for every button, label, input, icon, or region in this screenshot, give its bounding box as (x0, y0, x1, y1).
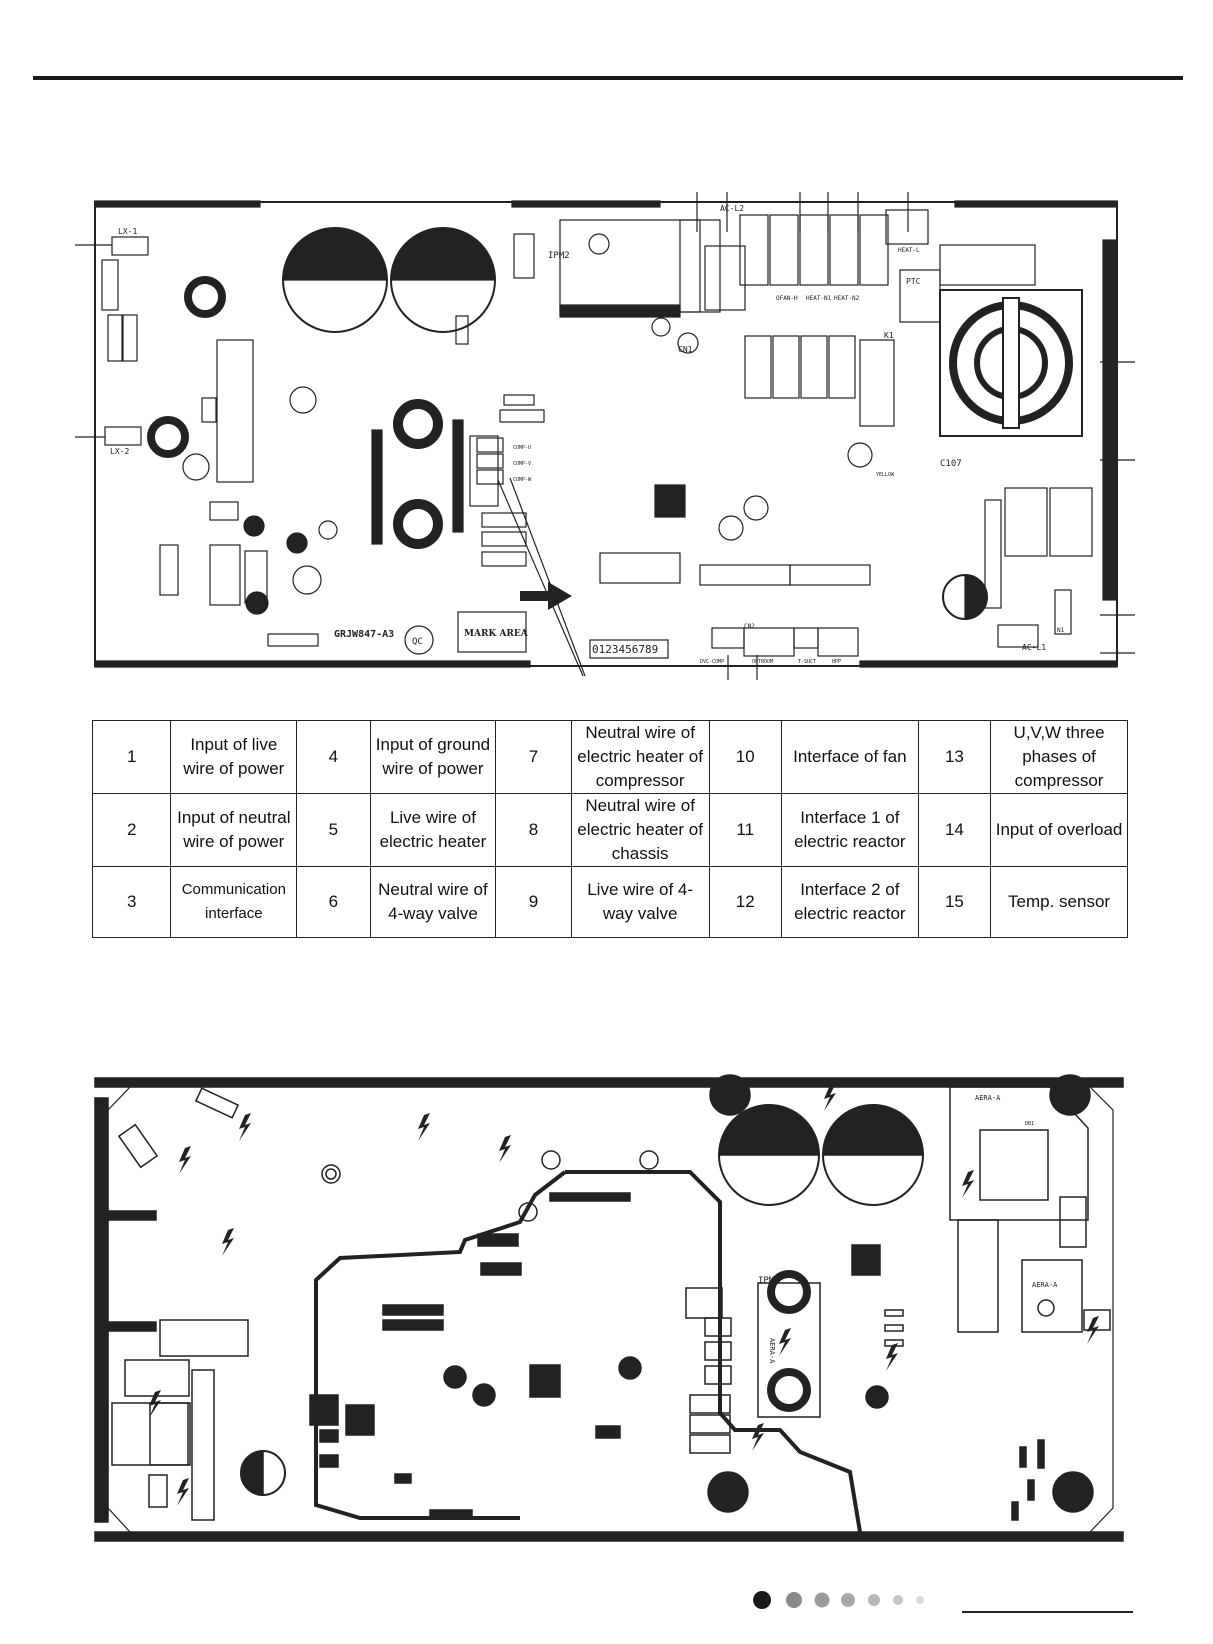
legend-number: 8 (495, 793, 572, 867)
top-board-labels: LX-1 LX-2 IPM2 GRJW847-A3 QC MARK AREA A… (110, 204, 1065, 665)
label-mark-area: MARK AREA (464, 629, 529, 639)
label-comp-w: COMP-W (513, 477, 532, 483)
label-ac-l1: AC-L1 (1022, 643, 1046, 652)
legend-description: Input of neutral wire of power (170, 793, 298, 867)
label-comp-u: COMP-U (513, 445, 531, 451)
label-hpp: HPP (832, 659, 841, 665)
label-model: GRJW847-A3 (334, 629, 394, 640)
legend-description: Input of ground wire of power (369, 720, 497, 794)
legend-number: 3 (91, 866, 172, 938)
legend-row: 3 Communication interface 6 Neutral wire… (91, 866, 1128, 938)
legend-description: Interface of fan (780, 720, 919, 794)
label-digits: 0123456789 (592, 643, 658, 656)
label-db1: DB1 (1025, 1121, 1034, 1127)
label-heat-l: HEAT-L (898, 247, 920, 254)
label-aera-a-ipm: AERA-A (768, 1338, 776, 1364)
legend-number: 5 (296, 793, 371, 867)
label-ptc: PTC (906, 277, 921, 286)
legend-number: 7 (495, 720, 572, 794)
legend-number: 11 (708, 793, 782, 867)
label-qc: QC (412, 637, 423, 647)
label-ipm: IPM (758, 1276, 775, 1286)
label-lx1: LX-1 (118, 227, 137, 236)
label-heat-n2: HEAT-N2 (834, 295, 860, 302)
footer-rule (962, 1611, 1133, 1613)
header-rule (33, 76, 1183, 80)
top-pcb-board (75, 192, 1135, 680)
legend-description: Communication interface (170, 866, 298, 938)
legend-description: Interface 2 of electric reactor (780, 866, 919, 938)
label-out-room: OUTROOM (752, 659, 773, 665)
legend-description: Neutral wire of electric heater of compr… (570, 720, 710, 794)
legend-description: Neutral wire of electric heater of chass… (570, 793, 710, 867)
bottom-pcb-board (94, 1074, 1124, 1542)
legend-number: 2 (91, 793, 172, 867)
legend-description: U,V,W three phases of compressor (990, 720, 1128, 794)
legend-number: 12 (708, 866, 782, 938)
label-lx2: LX-2 (110, 447, 129, 456)
component-legend-table: 1 Input of live wire of power 4 Input of… (91, 720, 1128, 938)
legend-number: 1 (91, 720, 172, 794)
label-comp-v: COMP-V (513, 461, 531, 467)
legend-description: Input of overload (990, 793, 1128, 867)
legend-number: 15 (917, 866, 992, 938)
legend-number: 14 (917, 793, 992, 867)
label-cn2: CN2 (744, 623, 755, 630)
legend-row: 1 Input of live wire of power 4 Input of… (91, 720, 1128, 794)
label-ofan-h: OFAN-H (776, 295, 798, 302)
legend-row: 2 Input of neutral wire of power 5 Live … (91, 793, 1128, 867)
label-t-suct: T-SUCT (798, 659, 816, 665)
label-c107: C107 (940, 459, 962, 469)
high-voltage-icons (149, 1083, 1099, 1506)
legend-number: 6 (296, 866, 371, 938)
legend-number: 13 (917, 720, 992, 794)
legend-description: Live wire of electric heater (369, 793, 497, 867)
legend-number: 4 (296, 720, 371, 794)
label-k1: K1 (884, 331, 894, 340)
legend-description: Neutral wire of 4-way valve (369, 866, 497, 938)
label-aera-a-top: AERA-A (975, 1094, 1001, 1102)
legend-number: 9 (495, 866, 572, 938)
legend-description: Temp. sensor (990, 866, 1128, 938)
label-yellow: YELLOW (876, 472, 895, 478)
label-dvc-comp: DVC-COMP (700, 659, 724, 665)
label-aera-a-right: AERA-A (1032, 1281, 1058, 1289)
legend-description: Live wire of 4-way valve (570, 866, 710, 938)
label-ipm2: IPM2 (548, 251, 570, 261)
legend-description: Interface 1 of electric reactor (780, 793, 919, 867)
label-cn1: CN1 (678, 345, 693, 354)
legend-number: 10 (708, 720, 782, 794)
label-ac-l2: AC-L2 (720, 204, 744, 213)
legend-description: Input of live wire of power (170, 720, 298, 794)
label-heat-n1: HEAT-N1 (806, 295, 832, 302)
page-indicator-dots (753, 1591, 924, 1609)
bottom-board-labels: AERA-A AERA-A IPM AERA-A DB1 (758, 1094, 1058, 1364)
label-n1: N1 (1057, 627, 1065, 634)
